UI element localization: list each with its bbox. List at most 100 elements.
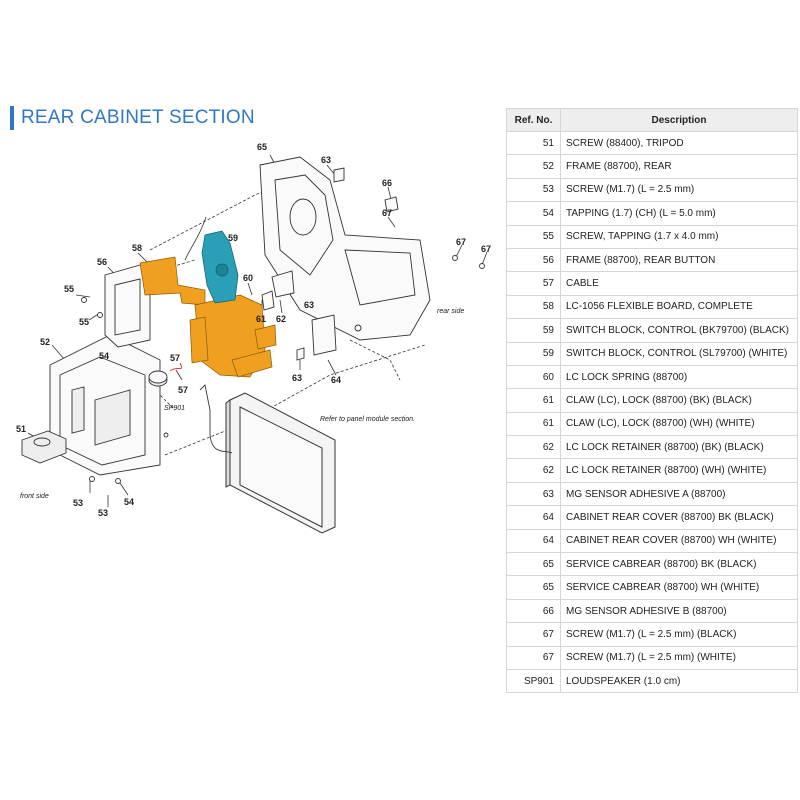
callout-59: 59 [228, 233, 238, 243]
ref-no-cell: 63 [506, 481, 561, 507]
callout-57: 57 [170, 353, 180, 363]
callout-55: 55 [79, 317, 89, 327]
ref-no-cell: 61 [506, 388, 561, 413]
description-cell: SCREW (M1.7) (L = 2.5 mm) [560, 177, 798, 203]
panel-reference-note: Refer to panel module section. [320, 416, 415, 423]
ref-no-cell: 67 [506, 645, 561, 670]
description-cell: FRAME (88700), REAR [560, 154, 798, 179]
ref-no-cell: 67 [506, 622, 561, 647]
callout-65: 65 [257, 142, 267, 152]
description-cell: LOUDSPEAKER (1.0 cm) [560, 668, 798, 694]
description-cell: MG SENSOR ADHESIVE A (88700) [560, 481, 798, 507]
description-cell: SCREW, TAPPING (1.7 x 4.0 mm) [560, 224, 798, 249]
callout-57: 57 [178, 385, 188, 395]
ref-no-cell: 55 [506, 224, 561, 249]
rear-side-note: rear side [437, 308, 464, 315]
ref-no-cell: 52 [506, 154, 561, 179]
callout-56: 56 [97, 257, 107, 267]
callout-54: 54 [99, 351, 109, 361]
ref-no-cell: 54 [506, 201, 561, 226]
loudspeaker-part [148, 362, 183, 387]
callout-64: 64 [331, 375, 341, 385]
description-cell: SWITCH BLOCK, CONTROL (SL79700) (WHITE) [560, 341, 798, 366]
description-cell: SERVICE CABREAR (88700) BK (BLACK) [560, 552, 798, 577]
description-cell: SWITCH BLOCK, CONTROL (BK79700) (BLACK) [560, 318, 798, 343]
ref-no-cell: 59 [506, 318, 561, 343]
ref-no-cell: 62 [506, 435, 561, 460]
ref-no-cell: 53 [506, 177, 561, 203]
description-cell: CABINET REAR COVER (88700) WH (WHITE) [560, 528, 798, 554]
ref-no-cell: 64 [506, 505, 561, 530]
callout-51: 51 [16, 424, 26, 434]
callout-66: 66 [382, 178, 392, 188]
ref-no-cell: 65 [506, 575, 561, 600]
callout-58: 58 [132, 243, 142, 253]
description-cell: LC-1056 FLEXIBLE BOARD, COMPLETE [560, 294, 798, 320]
switch-block-part [201, 230, 239, 304]
ref-no-cell: 51 [506, 130, 561, 156]
ref-no-cell: 57 [506, 271, 561, 296]
description-cell: MG SENSOR ADHESIVE B (88700) [560, 598, 798, 624]
callout-sp901: SP901 [164, 405, 185, 412]
description-cell: TAPPING (1.7) (CH) (L = 5.0 mm) [560, 201, 798, 226]
ref-no-cell: SP901 [506, 668, 561, 694]
ref-no-cell: 58 [506, 294, 561, 320]
description-cell: FRAME (88700), REAR BUTTON [560, 247, 798, 273]
description-cell: SCREW (M1.7) (L = 2.5 mm) (WHITE) [560, 645, 798, 670]
ref-no-cell: 66 [506, 598, 561, 624]
description-cell: CLAW (LC), LOCK (88700) (WH) (WHITE) [560, 411, 798, 437]
exploded-diagram-svg: 65 63 66 67 67 67 58 59 60 56 55 55 61 6… [16, 142, 491, 534]
callout-67: 67 [481, 244, 491, 254]
callout-60: 60 [243, 273, 253, 283]
title-accent-bar [10, 106, 14, 130]
ref-no-cell: 64 [506, 528, 561, 554]
description-cell: SERVICE CABREAR (88700) WH (WHITE) [560, 575, 798, 600]
ref-no-cell: 60 [506, 364, 561, 390]
callout-52: 52 [40, 337, 50, 347]
callout-63: 63 [292, 373, 302, 383]
description-header: Description [560, 108, 798, 132]
page-title: REAR CABINET SECTION [21, 107, 255, 128]
description-cell: CABLE [560, 271, 798, 296]
callout-labels: 65 63 66 67 67 67 58 59 60 56 55 55 61 6… [16, 142, 491, 518]
exploded-diagram: 65 63 66 67 67 67 58 59 60 56 55 55 61 6… [0, 135, 500, 535]
ref-no-header: Ref. No. [506, 108, 561, 132]
callout-63: 63 [304, 300, 314, 310]
tripod-screw-part [21, 430, 67, 464]
small-parts [81, 167, 485, 484]
description-cell: CLAW (LC), LOCK (88700) (BK) (BLACK) [560, 388, 798, 413]
ref-no-cell: 61 [506, 411, 561, 437]
ref-no-cell: 62 [506, 458, 561, 483]
description-cell: CABINET REAR COVER (88700) BK (BLACK) [560, 505, 798, 530]
front-side-note: front side [20, 493, 49, 500]
callout-67: 67 [382, 208, 392, 218]
callout-54: 54 [124, 497, 134, 507]
description-cell: SCREW (88400), TRIPOD [560, 130, 798, 156]
section-header: REAR CABINET SECTION [10, 106, 255, 130]
service-cabinet-part [259, 156, 431, 341]
description-cell: LC LOCK SPRING (88700) [560, 364, 798, 390]
callout-55: 55 [64, 284, 74, 294]
callout-53: 53 [73, 498, 83, 508]
